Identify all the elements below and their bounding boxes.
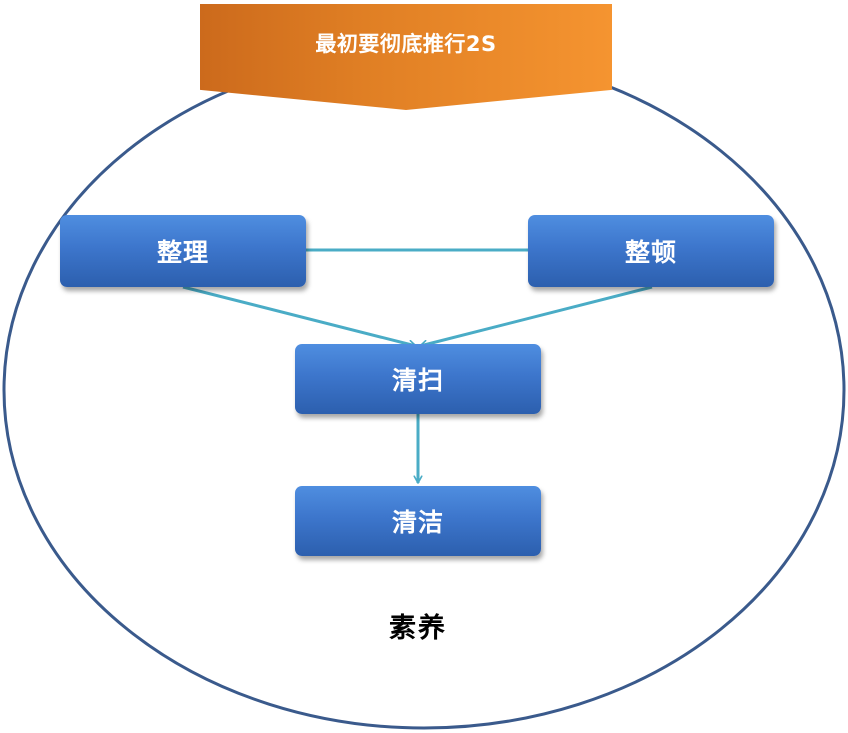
- banner-shape: [200, 4, 612, 110]
- arrow-zhengdun-to-qingsao: [420, 285, 653, 346]
- box-qingsao: 清扫: [295, 344, 541, 414]
- footer-label-suyang: 素养: [389, 613, 447, 644]
- box-zhengli: 整理: [60, 215, 306, 287]
- banner-title: 最初要彻底推行2S: [315, 32, 497, 56]
- box-qingjie: 清洁: [295, 486, 541, 556]
- box-zhengdun: 整顿: [528, 215, 774, 287]
- arrow-zhengli-to-qingsao: [182, 285, 416, 346]
